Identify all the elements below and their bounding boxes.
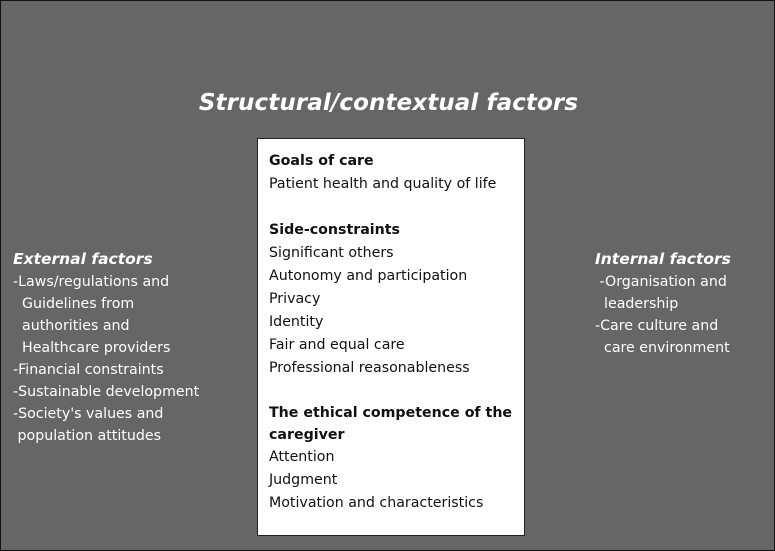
external-factor-line: population attitudes (13, 428, 161, 444)
internal-factor-line: -Organisation and (595, 274, 727, 290)
external-factors-panel: External factors -Laws/regulations and G… (13, 247, 249, 447)
external-factor-line: -Society's values and (13, 406, 164, 422)
side-constraint-item: Autonomy and participation (269, 268, 468, 284)
side-constraint-item: Professional reasonableness (269, 360, 470, 376)
goals-item: Patient health and quality of life (269, 176, 497, 192)
side-constraint-item: Fair and equal care (269, 337, 405, 353)
internal-factor-line: -Care culture and (595, 318, 719, 334)
central-box: Goals of care Patient health and quality… (257, 138, 525, 536)
external-factors-title: External factors (13, 250, 153, 268)
diagram-title: Structural/contextual factors (198, 90, 579, 116)
side-constraint-item: Identity (269, 314, 324, 330)
ethical-competence-item: Attention (269, 449, 335, 465)
side-constraints-heading: Side-constraints (269, 222, 400, 238)
internal-factors-panel: Internal factors -Organisation and leade… (595, 247, 765, 359)
internal-factor-line: leadership (595, 296, 679, 312)
external-factor-line: Healthcare providers (13, 340, 171, 356)
section-spacer (269, 380, 516, 402)
goals-of-care-heading: Goals of care (269, 153, 374, 169)
internal-factor-line: care environment (595, 340, 730, 356)
external-factor-line: Guidelines from (13, 296, 135, 312)
external-factor-line: -Financial constraints (13, 362, 164, 378)
central-box-content: Goals of care Patient health and quality… (269, 150, 516, 515)
ethical-competence-item: Motivation and characteristics (269, 495, 484, 511)
section-spacer (269, 196, 516, 219)
ethical-competence-item: Judgment (269, 472, 338, 488)
ethical-competence-heading-line-2: caregiver (269, 427, 345, 443)
ethical-competence-heading: The ethical competence of the caregiver (269, 402, 516, 446)
side-constraint-item: Privacy (269, 291, 321, 307)
side-constraint-item: Significant others (269, 245, 394, 261)
ethical-competence-heading-line-1: The ethical competence of the (269, 405, 513, 421)
external-factor-line: -Sustainable development (13, 384, 200, 400)
external-factor-line: authorities and (13, 318, 130, 334)
internal-factors-title: Internal factors (595, 250, 731, 268)
external-factor-line: -Laws/regulations and (13, 274, 170, 290)
